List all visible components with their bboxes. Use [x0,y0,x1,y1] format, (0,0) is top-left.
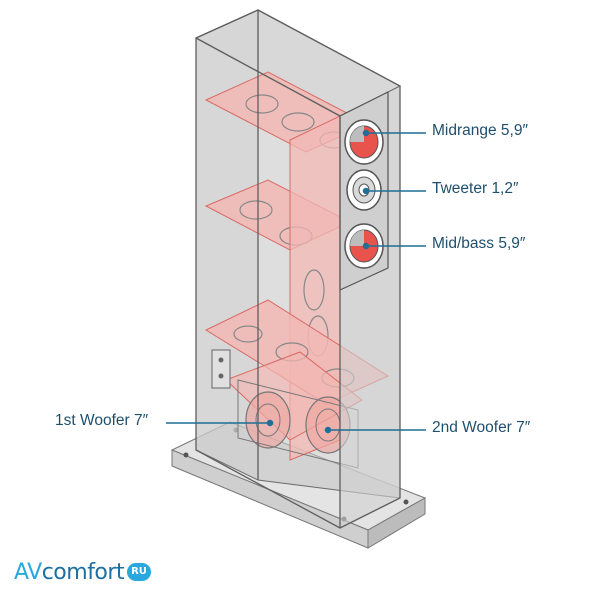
midrange-driver [344,119,384,165]
first-woofer-label: 1st Woofer 7″ [55,412,149,429]
midrange-label: Midrange 5,9″ [432,122,528,139]
second-woofer-label: 2nd Woofer 7″ [432,419,531,436]
cabinet-outline [195,9,401,529]
terminal-plate [211,349,231,389]
woofer-1-driver [245,391,291,449]
callout-lines [166,129,426,434]
logo-comfort-text: comfort [41,559,125,585]
midbass-label: Mid/bass 5,9″ [432,235,526,252]
logo-ru-badge: RU [127,563,151,581]
tweeter-label: Tweeter 1,2″ [432,180,519,197]
logo-av-text: AV [14,559,42,585]
